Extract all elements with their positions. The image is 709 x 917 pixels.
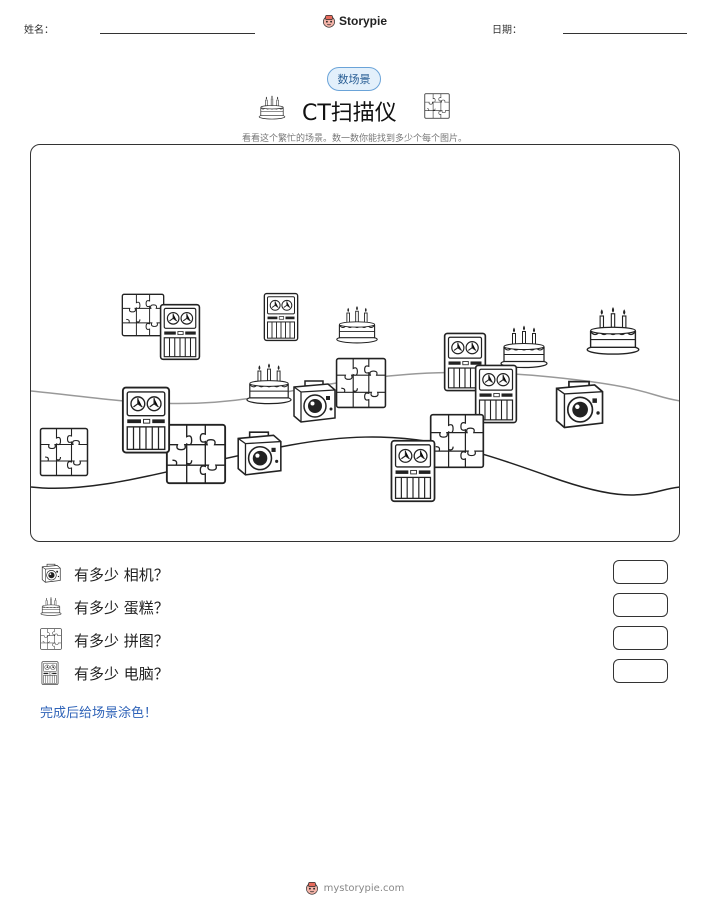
puzzle-icon [165, 423, 227, 485]
answer-box-cameras[interactable] [613, 560, 668, 584]
cake-icon [585, 303, 641, 357]
computer-icon [263, 291, 299, 343]
camera-icon [40, 562, 62, 584]
question-puzzles: 有多少 拼图？ [40, 626, 680, 652]
question-text: 有多少 电脑？ [74, 663, 169, 684]
instructions: 看看这个繁忙的场景。数一数你能找到多少个每个图片。 [241, 134, 467, 144]
question-prefix: 有多少 [74, 566, 120, 584]
title-row: CT扫描仪 [0, 94, 709, 126]
question-prefix: 有多少 [74, 632, 120, 650]
cake-icon [245, 359, 293, 407]
cake-icon [258, 94, 286, 120]
computer-icon [40, 661, 60, 685]
answer-box-computers[interactable] [613, 659, 668, 683]
question-item: 电脑？ [123, 665, 169, 683]
computer-icon [159, 303, 201, 361]
category-badge: 数场景 [327, 67, 381, 91]
storypie-mascot-icon [305, 880, 319, 896]
cake-icon [40, 595, 62, 617]
page-title: CT扫描仪 [302, 101, 397, 126]
computer-icon [389, 439, 437, 503]
color-instruction: 完成后给场景涂色！ [40, 706, 158, 721]
name-input-line[interactable] [100, 33, 255, 34]
answer-box-cakes[interactable] [613, 593, 668, 617]
brand-name: Storypie [339, 14, 388, 28]
question-computers: 有多少 电脑？ [40, 659, 680, 685]
date-input-line[interactable] [563, 33, 687, 34]
puzzle-icon [40, 628, 62, 650]
question-item: 拼图？ [123, 632, 169, 650]
footer: mystorypie.com [0, 880, 709, 896]
question-cameras: 有多少 相机？ [40, 560, 680, 586]
name-label: 姓名： [24, 25, 54, 36]
question-text: 有多少 拼图？ [74, 630, 169, 651]
question-text: 有多少 相机？ [74, 564, 169, 585]
computer-icon [121, 385, 171, 455]
question-cakes: 有多少 蛋糕？ [40, 593, 680, 619]
puzzle-icon [335, 357, 387, 409]
camera-icon [551, 375, 607, 433]
storypie-mascot-icon [322, 13, 336, 29]
cake-icon [335, 301, 379, 347]
date-label: 日期： [492, 25, 522, 36]
question-text: 有多少 蛋糕？ [74, 597, 169, 618]
question-item: 相机？ [123, 566, 169, 584]
puzzle-icon [429, 413, 485, 469]
brand-logo: Storypie [322, 13, 387, 29]
camera-icon [233, 425, 285, 481]
question-prefix: 有多少 [74, 665, 120, 683]
counting-scene [30, 144, 680, 542]
camera-icon [289, 375, 339, 427]
footer-site: mystorypie.com [323, 882, 405, 894]
puzzle-icon [424, 93, 450, 119]
puzzle-icon [39, 427, 89, 477]
question-item: 蛋糕？ [123, 599, 169, 617]
question-prefix: 有多少 [74, 599, 120, 617]
answer-box-puzzles[interactable] [613, 626, 668, 650]
